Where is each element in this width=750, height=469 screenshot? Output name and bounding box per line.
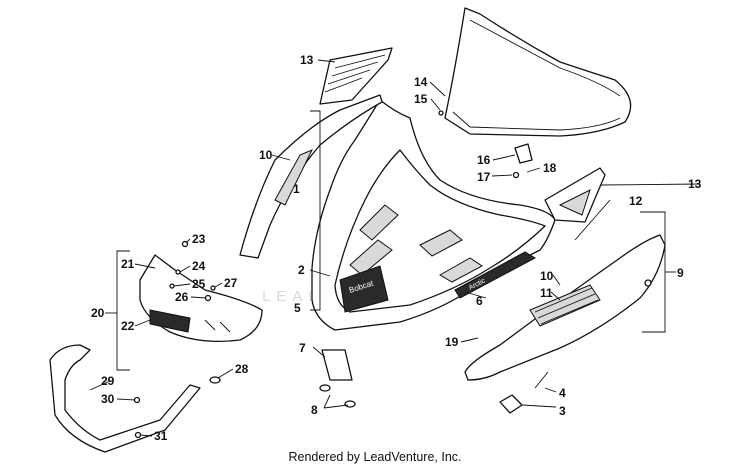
callout-8: 8	[311, 403, 318, 417]
leader-lines	[89, 59, 701, 437]
bracket-screw	[512, 171, 520, 179]
callout-11: 11	[540, 286, 553, 300]
callout-17: 17	[477, 170, 491, 184]
right-vent	[544, 167, 606, 223]
latch-bolt	[534, 371, 549, 389]
callout-15: 15	[414, 92, 428, 106]
footer-credit: Rendered by LeadVenture, Inc.	[288, 450, 462, 464]
windshield	[444, 7, 632, 137]
callout-27: 27	[224, 276, 238, 290]
callout-12: 12	[629, 194, 643, 208]
nose-screw-27	[210, 285, 216, 291]
nose-cone	[139, 254, 263, 342]
group-bracket-hood	[310, 110, 321, 311]
bumper-screw-31	[134, 431, 142, 439]
callout-13-right: 13	[688, 177, 702, 191]
right-side-panel	[464, 234, 666, 381]
callout-9: 9	[677, 266, 684, 280]
callout-23: 23	[192, 232, 206, 246]
callout-25: 25	[192, 277, 206, 291]
callout-28: 28	[235, 362, 249, 376]
callout-13-top: 13	[300, 53, 314, 67]
callout-19: 19	[445, 335, 459, 349]
callout-10-right: 10	[540, 269, 554, 283]
callout-29: 29	[101, 374, 115, 388]
callout-1: 1	[293, 182, 300, 196]
hinge-nut-right	[344, 400, 356, 408]
side-panel-screw	[644, 279, 652, 287]
callout-22: 22	[121, 319, 135, 333]
callout-26: 26	[175, 290, 189, 304]
hinge-nut-left	[319, 384, 331, 392]
callout-20: 20	[91, 306, 105, 320]
hood-hinge	[321, 349, 353, 381]
callout-3: 3	[559, 404, 566, 418]
callout-30: 30	[101, 392, 115, 406]
callout-16: 16	[477, 153, 491, 167]
nose-screw-24	[175, 269, 181, 275]
callout-31: 31	[154, 429, 168, 443]
callout-10-left: 10	[259, 148, 273, 162]
callout-5: 5	[294, 301, 301, 315]
callout-14: 14	[414, 75, 428, 89]
callout-7: 7	[299, 341, 306, 355]
upper-vent	[319, 47, 393, 105]
callout-18: 18	[543, 161, 557, 175]
left-side-panel	[239, 94, 383, 259]
group-bracket-left	[116, 250, 130, 371]
latch-clip	[499, 394, 523, 414]
nose-screw-26	[204, 294, 212, 302]
callout-4: 4	[559, 386, 566, 400]
callout-6: 6	[476, 294, 483, 308]
bumper-screw-30	[133, 396, 141, 404]
callout-labels: 1 2 3 4 5 6 7 8 9 10 10 11 12 13 13 14 1…	[91, 53, 702, 443]
callout-21: 21	[121, 257, 135, 271]
hood: Bobcat Arctic	[311, 99, 556, 331]
nose-nut-28	[209, 376, 221, 384]
front-bumper	[49, 344, 201, 453]
windshield-bracket	[514, 143, 533, 164]
callout-24: 24	[192, 259, 206, 273]
callout-2: 2	[298, 263, 305, 277]
windshield-screw	[438, 110, 444, 116]
nose-screw-25	[169, 283, 175, 289]
